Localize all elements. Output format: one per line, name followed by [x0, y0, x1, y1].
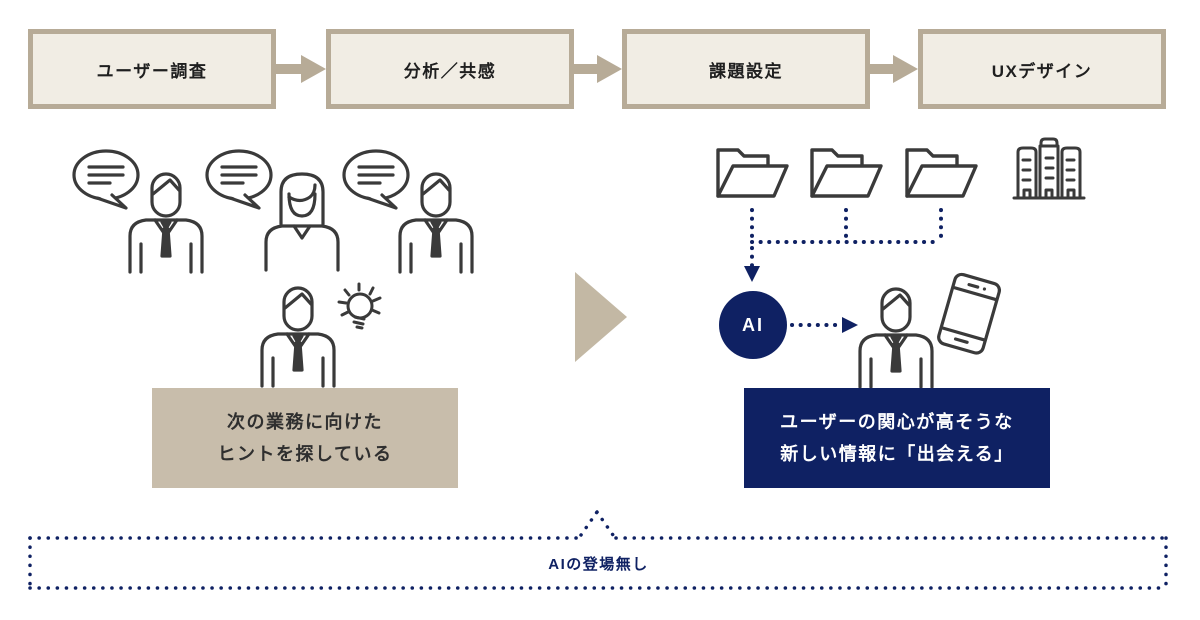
- person-male-icon: [858, 287, 934, 389]
- ai-badge: AI: [719, 291, 787, 359]
- person-male-icon: [398, 172, 474, 274]
- speech-bubble-icon: [342, 149, 410, 210]
- before-caption-box: 次の業務に向けた ヒントを探している: [152, 388, 458, 488]
- smartphone-icon: [937, 272, 1002, 355]
- dotted-footer-border: [28, 510, 1168, 590]
- folder-icon: [716, 148, 789, 198]
- flow-step-analysis: 分析／共感: [326, 29, 574, 109]
- flow-arrow-icon: [572, 55, 622, 83]
- receiving-user: [858, 272, 1002, 389]
- folder-icon: [905, 148, 978, 198]
- data-sources: [716, 137, 1086, 200]
- folder-icon: [810, 148, 883, 198]
- person-female-icon: [264, 172, 340, 272]
- after-caption-line1: ユーザーの関心が高そうな: [780, 411, 1014, 432]
- after-caption-line2: 新しい情報に「出会える」: [780, 444, 1014, 464]
- triangle-transition-icon: [575, 272, 627, 362]
- footer-no-ai-text: AIの登場無し: [548, 555, 649, 573]
- flow-step-user-research: ユーザー調査: [28, 29, 276, 109]
- arrow-down-icon: [744, 266, 760, 282]
- person-male-icon: [128, 172, 204, 274]
- flow-step-label: 課題設定: [709, 61, 783, 81]
- before-caption-line2: ヒントを探している: [217, 444, 393, 464]
- caret-peak: [579, 510, 615, 537]
- flow-step-ux-design: UXデザイン: [918, 29, 1166, 109]
- speech-bubble-icon: [72, 149, 140, 210]
- dotted-connector: [750, 208, 943, 268]
- idea-person-icon: [260, 282, 382, 388]
- flow-step-problem-setting: 課題設定: [622, 29, 870, 109]
- footer-no-ai-label: AIの登場無し: [30, 538, 1167, 588]
- after-caption-box: ユーザーの関心が高そうな 新しい情報に「出会える」: [744, 388, 1050, 488]
- speech-bubble-icon: [205, 149, 273, 210]
- flow-step-label: ユーザー調査: [96, 61, 208, 81]
- flow-step-label: UXデザイン: [991, 61, 1093, 81]
- flow-arrow-icon: [868, 55, 918, 83]
- interview-scene: [72, 149, 474, 274]
- flow-step-label: 分析／共感: [403, 61, 497, 81]
- ai-flow-arrow-icon: [790, 317, 858, 333]
- buildings-icon: [1012, 137, 1086, 200]
- lightbulb-icon: [337, 282, 382, 330]
- flow-arrow-icon: [276, 55, 326, 83]
- before-caption-line1: 次の業務に向けた: [227, 411, 383, 432]
- person-male-icon: [260, 286, 336, 388]
